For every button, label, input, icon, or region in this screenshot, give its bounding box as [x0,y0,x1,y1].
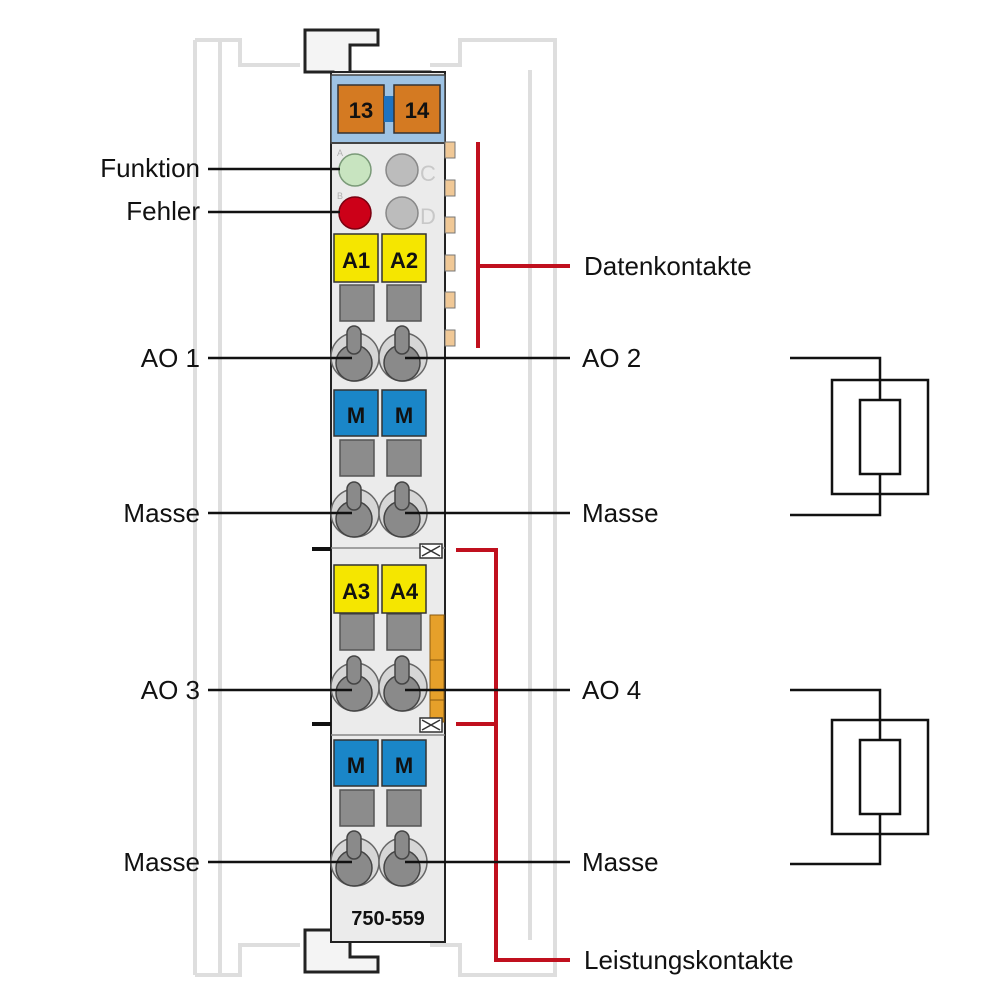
label-ao2: AO 2 [582,343,641,373]
tag-m-2: M [395,403,413,428]
label-masse-left-2: Masse [123,847,200,877]
label-funktion: Funktion [100,153,200,183]
led-c [385,153,419,187]
ground-tags: M M M M [333,389,427,787]
power-contact-blades [429,614,445,723]
clamp-row-4 [330,830,428,887]
led-letter-a: A [337,148,343,158]
tag-13 [337,84,385,134]
channel-tags-top: A1 A2 [333,233,427,283]
status-leds: A B C D [337,148,436,230]
leistungskontakte-bracket [456,548,570,962]
led-d [385,196,419,230]
release-buttons [339,284,422,827]
din-rail-outline [193,38,557,977]
label-ao3: AO 3 [141,675,200,705]
label-ao1: AO 1 [141,343,200,373]
label-fehler: Fehler [126,196,200,226]
label-leistungskontakte: Leistungskontakte [584,945,794,975]
part-number: 750-559 [351,908,424,930]
labels: Funktion Fehler AO 1 AO 2 Masse Masse AO… [100,153,793,975]
tag-a3: A3 [342,579,370,604]
tag-a4: A4 [390,579,419,604]
tag-m-1: M [347,403,365,428]
tag-divider [384,96,394,122]
clamp-row-3 [330,655,428,712]
top-tags: 13 14 [337,84,441,134]
label-ao4: AO 4 [582,675,641,705]
tag-m-3: M [347,753,365,778]
tag-14 [393,84,441,134]
led-letter-c: C [420,161,436,186]
led-letter-d: D [420,204,436,229]
leader-lines [208,167,570,864]
contact-clips [419,543,443,733]
clamp-row-1 [330,325,428,382]
label-masse-right-1: Masse [582,498,659,528]
tag-14-text: 14 [405,98,430,123]
load-symbol-2 [790,688,930,866]
label-masse-right-2: Masse [582,847,659,877]
load-symbol-1 [790,356,930,517]
data-contacts [444,141,456,347]
tag-a1: A1 [342,248,370,273]
channel-tags-bottom: A3 A4 [333,564,427,614]
tag-m-4: M [395,753,413,778]
led-fehler [338,196,372,230]
datenkontakte-bracket [476,142,570,348]
tag-a2: A2 [390,248,418,273]
tag-13-text: 13 [349,98,373,123]
led-funktion [338,153,372,187]
terminal-clamps [330,325,428,887]
label-masse-left-1: Masse [123,498,200,528]
clamp-row-2 [330,481,428,538]
led-letter-b: B [337,191,343,201]
label-datenkontakte: Datenkontakte [584,251,752,281]
